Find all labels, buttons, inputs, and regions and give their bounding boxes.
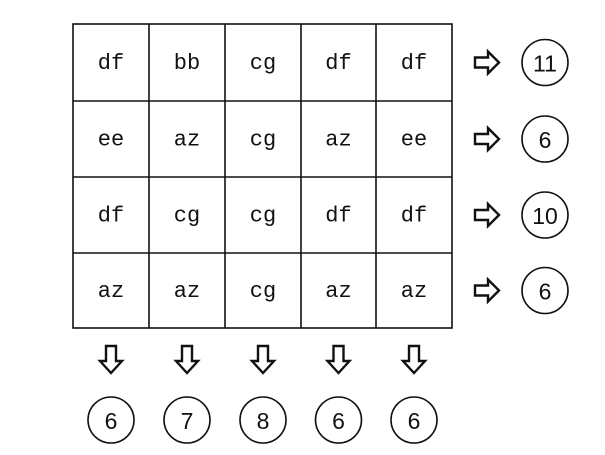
row-sum-value: 6	[539, 279, 552, 305]
down-arrow-icon	[249, 344, 277, 375]
row-sum-value: 11	[533, 51, 557, 77]
grid-cell-label: az	[325, 279, 351, 304]
column-sum-circle	[87, 396, 135, 444]
grid-cell-label: az	[325, 128, 351, 153]
row-sum-circle	[521, 191, 569, 239]
grid-cell-label: cg	[174, 204, 200, 229]
right-arrow-icon	[473, 48, 501, 77]
column-sum-circle	[390, 396, 438, 444]
down-arrow-icon	[400, 344, 428, 375]
column-sum-value: 7	[181, 408, 194, 434]
grid-cell-label: ee	[401, 128, 427, 153]
grid-cell-label: df	[325, 51, 351, 76]
grid-cells: df bb cg df df ee az cg az ee df cg cg df df az az cg az az	[98, 51, 427, 304]
down-arrow-icon	[97, 344, 125, 375]
column-sums: 6 7 8 6 6	[87, 344, 438, 444]
column-sum-circle	[239, 396, 287, 444]
right-arrow-icon	[473, 201, 501, 229]
column-sum-value: 6	[105, 408, 118, 434]
grid-cell-label: az	[174, 128, 200, 153]
down-arrow-icon	[173, 344, 201, 375]
grid-cell-label: bb	[174, 51, 200, 76]
grid-cell-label: df	[325, 204, 351, 229]
grid-cell-label: df	[98, 204, 124, 229]
grid-lines	[72, 23, 453, 329]
column-sum-circle	[163, 396, 211, 444]
row-sums: 11 6 10 6	[473, 38, 569, 315]
grid-cell-label: df	[401, 51, 427, 76]
right-arrow-icon	[473, 125, 501, 153]
column-sum-circle	[314, 396, 363, 444]
grid-cell-label: ee	[98, 128, 124, 153]
grid-cell-label: cg	[250, 279, 276, 304]
grid-cell-label: df	[401, 204, 427, 229]
row-sum-circle	[521, 38, 569, 87]
column-sum-value: 6	[408, 408, 421, 434]
right-arrow-icon	[473, 276, 501, 305]
down-arrow-icon	[324, 344, 353, 375]
grid-cell-label: az	[174, 279, 200, 304]
grid-cell-label: az	[401, 279, 427, 304]
grid-cell-label: cg	[250, 204, 276, 229]
row-sum-circle	[521, 266, 569, 315]
row-sum-circle	[521, 115, 569, 163]
grid-cell-label: df	[98, 51, 124, 76]
grid-cell-label: az	[98, 279, 124, 304]
grid-border	[72, 23, 453, 329]
column-sum-value: 8	[257, 408, 270, 434]
row-sum-value: 10	[532, 203, 558, 229]
column-sum-value: 6	[332, 408, 345, 434]
grid-cell-label: cg	[250, 128, 276, 153]
grid-cell-label: cg	[250, 51, 276, 76]
row-sum-value: 6	[539, 127, 552, 153]
